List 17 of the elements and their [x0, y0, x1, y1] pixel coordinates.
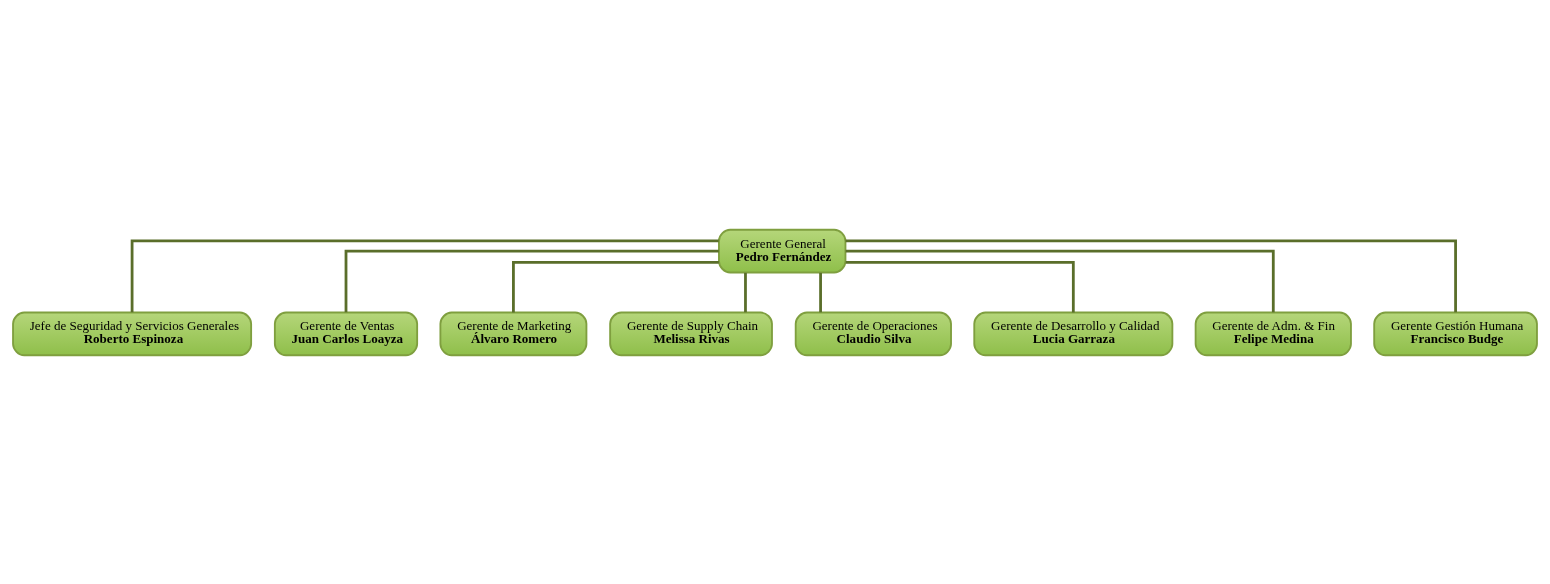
connector	[845, 239, 1457, 312]
connector	[819, 272, 822, 312]
connector	[744, 272, 747, 312]
node-box: Gerente de Adm. & Fin Felipe Medina	[1194, 311, 1352, 356]
node-box: Jefe de Seguridad y Servicios Generales Roberto Espinoza	[12, 311, 253, 356]
node-box: Gerente de Marketing Álvaro Romero	[439, 311, 588, 356]
node-box: Gerente de Desarrollo y Calidad Lucia Garraza	[973, 311, 1174, 356]
connector	[344, 249, 719, 312]
node-box: Gerente Gestión Humana Francisco Budge	[1373, 311, 1538, 356]
node-box: Gerente de Operaciones Claudio Silva	[794, 311, 952, 356]
node-box: Gerente General Pedro Fernández	[718, 228, 847, 273]
connector	[130, 239, 719, 312]
node-box: Gerente de Supply Chain Melissa Rivas	[609, 311, 773, 356]
node-box: Gerente de Ventas Juan Carlos Loayza	[273, 311, 419, 356]
connector	[845, 249, 1275, 312]
connector	[845, 260, 1075, 312]
connector	[512, 260, 719, 312]
